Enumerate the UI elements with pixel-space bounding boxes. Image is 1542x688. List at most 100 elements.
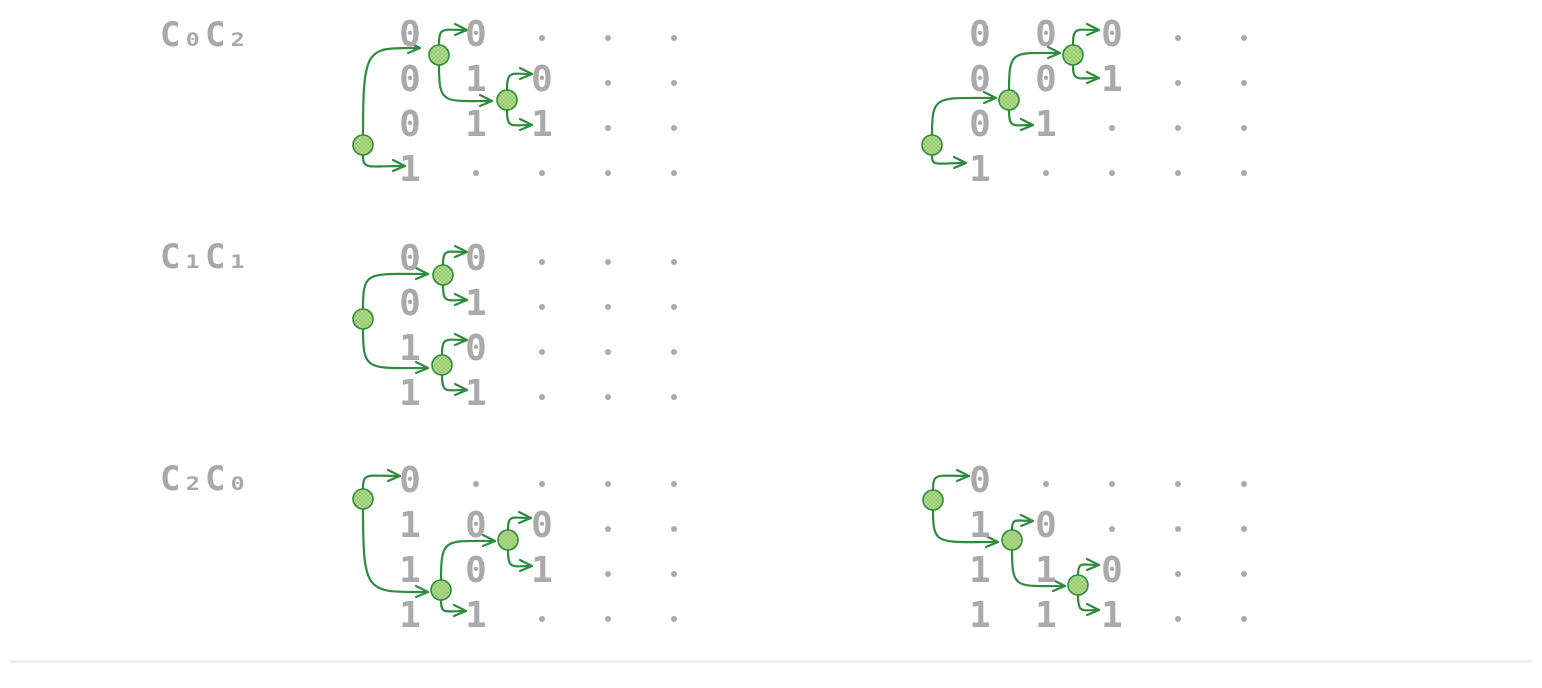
grid-dot: [671, 616, 677, 622]
grid-dot: [1043, 170, 1049, 176]
arrow-head: [952, 155, 968, 170]
tree-node: [431, 354, 453, 376]
branch-edge: [506, 516, 533, 532]
grid-dot: [671, 481, 677, 487]
tree-node: [496, 89, 518, 111]
arrow-head: [452, 603, 468, 618]
bit-cell: 1: [399, 550, 421, 591]
bit-cell: 0: [969, 14, 991, 55]
branch-edge: [1076, 563, 1101, 577]
arrow-head: [406, 40, 422, 55]
tree-node: [430, 579, 452, 601]
arrow-head: [414, 266, 430, 281]
branch-edge: [440, 338, 469, 357]
arrow-head: [1085, 602, 1101, 617]
branch-edge: [1010, 548, 1067, 588]
grid-dot: [1241, 616, 1247, 622]
grid-dot: [605, 349, 611, 355]
bit-cell: 0: [399, 238, 421, 279]
arrow-head: [453, 332, 469, 347]
grid-dot: [671, 125, 677, 131]
bit-cell: 1: [1035, 104, 1057, 145]
grid-dot: [605, 481, 611, 487]
grid-dot: [605, 394, 611, 400]
grid-dot: [605, 526, 611, 532]
branch-edge: [506, 548, 534, 568]
grid-dot: [1109, 170, 1115, 176]
grid-dot: [1241, 481, 1247, 487]
bit-cell: 0: [399, 59, 421, 100]
branch-edge: [361, 474, 402, 491]
branch-edge: [439, 539, 497, 582]
bit-cell: 1: [465, 373, 487, 414]
tree-node: [497, 529, 519, 551]
branch-edge: [1010, 519, 1035, 532]
bit-cell: 0: [531, 505, 553, 546]
grid-dot: [671, 349, 677, 355]
bit-cell: 1: [1035, 550, 1057, 591]
grid-dot: [1109, 125, 1115, 131]
arrow-head: [481, 533, 497, 548]
bit-cell: 1: [399, 373, 421, 414]
branch-edge: [1007, 51, 1062, 92]
bit-cell: 1: [399, 328, 421, 369]
branch-edge: [361, 153, 407, 168]
grid-dot: [473, 170, 479, 176]
bit-cell: 0: [399, 14, 421, 55]
arrow-head: [453, 244, 469, 259]
bit-cell: 0: [1035, 505, 1057, 546]
branch-edge: [931, 508, 1000, 544]
grid-dot: [671, 35, 677, 41]
bit-cell: 0: [465, 14, 487, 55]
bit-cell: 1: [969, 505, 991, 546]
arrow-head: [453, 292, 469, 307]
grid-dot: [605, 616, 611, 622]
arrow-head: [518, 66, 534, 81]
bit-cell: 1: [1101, 59, 1123, 100]
grid-dot: [539, 481, 545, 487]
branch-edge: [930, 153, 968, 165]
branch-edge: [441, 283, 469, 302]
arrow-head: [1085, 70, 1101, 85]
arrow-head: [1019, 513, 1035, 528]
bit-cell: 0: [399, 283, 421, 324]
branch-edge: [1076, 593, 1101, 612]
branch-edge: [1007, 108, 1035, 127]
branch-edge: [505, 72, 534, 92]
grid-dot: [1175, 571, 1181, 577]
grid-dot: [671, 394, 677, 400]
row-label-c1c1: C₁C₁: [160, 237, 250, 277]
bit-cell: 1: [1035, 595, 1057, 636]
bit-cell: 0: [969, 104, 991, 145]
branch-edge: [437, 28, 469, 47]
grid-dot: [1241, 125, 1247, 131]
arrow-head: [478, 93, 494, 108]
bit-cell: 1: [465, 59, 487, 100]
bit-cell: 0: [399, 460, 421, 501]
bit-cell: 1: [969, 149, 991, 190]
tree-node: [352, 134, 374, 156]
arrow-head: [1051, 578, 1067, 593]
branch-edge: [361, 46, 422, 137]
arrow-head: [955, 468, 971, 483]
arrow-head: [1085, 557, 1101, 572]
bit-cell: 0: [465, 238, 487, 279]
grid-dot: [1241, 170, 1247, 176]
grid-dot: [671, 259, 677, 265]
grid-dot: [671, 170, 677, 176]
bit-cell: 1: [465, 595, 487, 636]
grid-dot: [1043, 481, 1049, 487]
bit-cell: 1: [1101, 595, 1123, 636]
bit-cell: 0: [1101, 14, 1123, 55]
arrow-head: [1019, 117, 1035, 132]
bit-cell: 0: [465, 505, 487, 546]
row-label-c0c2: C₀C₂: [160, 15, 250, 55]
arrow-head: [518, 117, 534, 132]
arrow-head: [1046, 45, 1062, 60]
bit-cell: 1: [465, 104, 487, 145]
arrow-head: [391, 158, 407, 173]
bit-cell: 1: [969, 550, 991, 591]
branch-edge: [440, 373, 469, 392]
grid-dot: [1175, 125, 1181, 131]
